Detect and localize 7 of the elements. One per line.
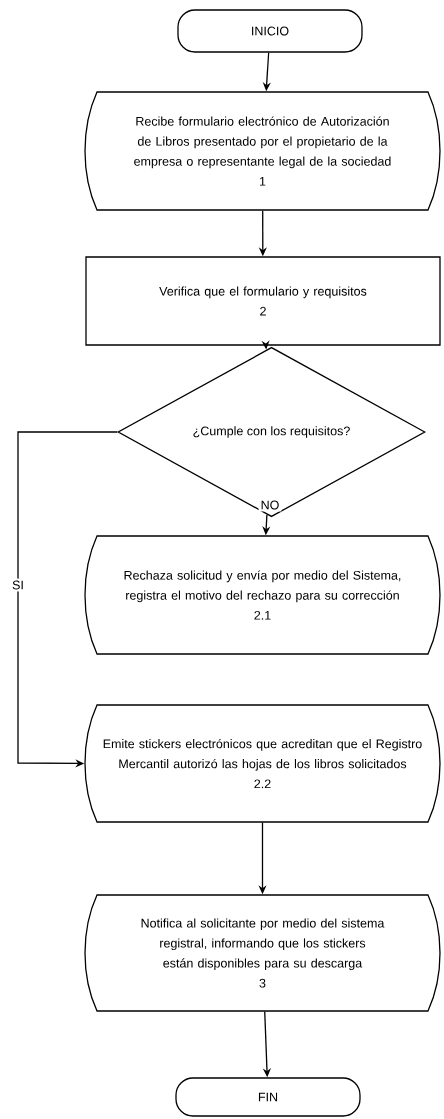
process-box: Recibe formulario electrónico de Autorización de Libros presentado por el propietario de la empresa o representante legal de la sociedad 1: [84, 91, 441, 211]
process-box: Notifica al solicitante por medio del sistema registral, informando que los stickers están disponibles para su descarga 3: [84, 894, 441, 1012]
edge-label: NO: [258, 498, 282, 512]
process-box: Emite stickers electrónicos que acreditan que el Registro Mercantil autorizó las hojas de los libros solicitados 2.2: [84, 704, 441, 823]
edge-label: SI: [10, 578, 26, 592]
process-box: Rechaza solicitud y envía por medio del Sistema, registra el motivo del rechazo para su corrección 2.1: [84, 535, 441, 655]
process-box: Verifica que el formulario y requisitos 2: [85, 256, 441, 346]
